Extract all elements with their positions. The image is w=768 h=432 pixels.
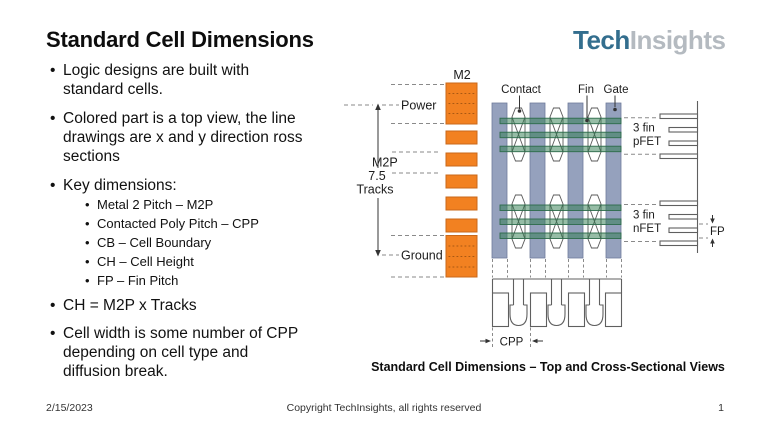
fins (499, 117, 622, 239)
sub-bullet-item: • Metal 2 Pitch – M2P (46, 195, 358, 214)
nfet-fin-count: 3 fin (633, 210, 655, 222)
tracks-value: 7.5 (368, 169, 385, 183)
sub-bullet-text: Metal 2 Pitch – M2P (97, 197, 214, 212)
bullet-item: • Colored part is a top view, the line d… (46, 109, 358, 166)
rail-dotted-lines (448, 93, 475, 268)
fin-label: Fin (578, 84, 594, 96)
projection-dashes (492, 259, 622, 278)
tracks-word: Tracks (356, 183, 393, 197)
sub-bullet-item: • FP – Fin Pitch (46, 271, 358, 290)
bullet-icon: • (85, 235, 90, 250)
techinsights-logo: TechInsights (573, 25, 726, 56)
fin-bar (499, 218, 622, 225)
y-cross-section (659, 101, 699, 253)
bullet-icon: • (85, 254, 90, 269)
bullet-text: Key dimensions: (63, 177, 177, 194)
fin-bar (499, 145, 622, 153)
m2p-label: M2P (372, 156, 398, 170)
sub-bullet-text: CH – Cell Height (97, 254, 194, 269)
bullet-icon: • (50, 110, 56, 127)
footer-page-number: 1 (718, 402, 724, 414)
diagram-caption: Standard Cell Dimensions – Top and Cross… (371, 360, 725, 374)
contact-label: Contact (501, 84, 541, 96)
cpp-label: CPP (500, 337, 524, 349)
bullet-icon: • (50, 325, 56, 342)
m2-guides (344, 84, 444, 278)
contact-leader-dot (517, 109, 522, 113)
fet-group-labels: 3 fin pFET 3 fin nFET (624, 117, 661, 242)
sub-bullet-text: FP – Fin Pitch (97, 273, 179, 288)
sub-bullet-item: • CB – Cell Boundary (46, 233, 358, 252)
fin-leader-dot (585, 118, 589, 123)
bullet-item: • Cell width is some number of CPP depen… (46, 324, 358, 381)
pfet-label: pFET (633, 136, 661, 148)
bullet-text: Cell width is some number of CPP dependi… (63, 325, 299, 380)
bullet-list: • Logic designs are built with standard … (46, 61, 358, 391)
gate-leader-dot (613, 107, 617, 112)
standard-cell-diagram: M2 Power M2P Ground 7.5 Tracks Cont (344, 68, 725, 349)
cpp-measure: CPP (480, 327, 543, 349)
m2-track (445, 130, 478, 145)
m2-track (445, 196, 478, 211)
sub-bullet-list: • Metal 2 Pitch – M2P • Contacted Poly P… (46, 195, 358, 290)
pfet-fin-count: 3 fin (633, 123, 655, 135)
fin-bar (499, 232, 622, 239)
sub-bullet-text: CB – Cell Boundary (97, 235, 212, 250)
fp-label: FP (710, 226, 725, 238)
page-title: Standard Cell Dimensions (46, 27, 314, 52)
x-cross-section (491, 259, 623, 328)
power-label: Power (401, 99, 436, 113)
bullet-icon: • (85, 216, 90, 231)
bullet-text: CH = M2P x Tracks (63, 297, 197, 314)
bullet-item: • Key dimensions: (46, 176, 358, 195)
m2-track (445, 152, 478, 167)
bullet-icon: • (85, 197, 90, 212)
fin-bar (499, 204, 622, 211)
ground-label: Ground (401, 249, 443, 263)
logo-part-tech: Tech (573, 25, 630, 55)
bullet-item: • Logic designs are built with standard … (46, 61, 358, 99)
m2-label: M2 (453, 68, 470, 82)
m2-track (445, 218, 478, 233)
bullet-icon: • (50, 177, 56, 194)
nfet-label: nFET (633, 223, 661, 235)
fin-bar (499, 131, 622, 139)
bullet-icon: • (50, 297, 56, 314)
footer-copyright: Copyright TechInsights, all rights reser… (286, 402, 482, 414)
tracks-measure: 7.5 Tracks (356, 103, 394, 257)
m2-column (445, 82, 478, 278)
bullet-icon: • (50, 62, 56, 79)
m2-track (445, 174, 478, 189)
footer-date: 2/15/2023 (46, 402, 93, 414)
sub-bullet-text: Contacted Poly Pitch – CPP (97, 216, 259, 231)
sub-bullet-item: • CH – Cell Height (46, 252, 358, 271)
bullet-text: Colored part is a top view, the line dra… (63, 110, 303, 165)
logo-part-insights: Insights (629, 25, 726, 55)
callouts: Contact Fin Gate (501, 84, 629, 123)
bullet-icon: • (85, 273, 90, 288)
fp-measure: FP (699, 215, 725, 247)
bullet-item: • CH = M2P x Tracks (46, 296, 358, 315)
fin-bar (499, 117, 622, 125)
contacts (511, 107, 602, 249)
gate-label: Gate (604, 84, 629, 96)
bullet-text: Logic designs are built with standard ce… (63, 62, 250, 98)
sub-bullet-item: • Contacted Poly Pitch – CPP (46, 214, 358, 233)
